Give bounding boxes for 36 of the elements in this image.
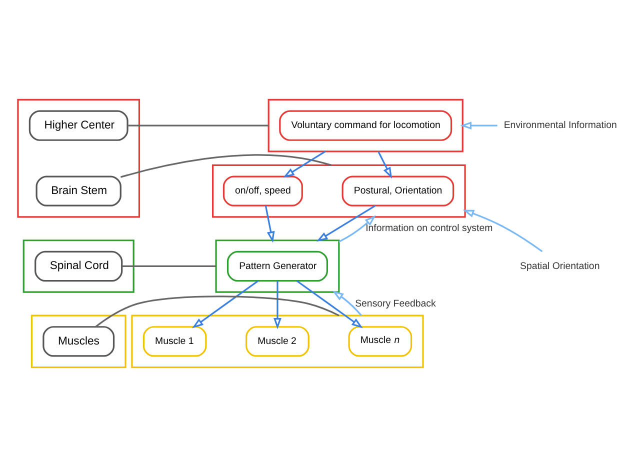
node-box: Muscle 1: [142, 326, 207, 357]
arrow: [192, 280, 259, 328]
arrow: [378, 151, 392, 179]
cluster: [22, 240, 134, 293]
arrow: [338, 215, 376, 243]
node-box: Muscles: [42, 326, 115, 357]
node-box: Voluntary command for locomotion: [279, 110, 452, 141]
node-box: Muscle n: [348, 326, 412, 357]
node-box: Brain Stem: [36, 176, 122, 206]
node-text: Spatial Orientation: [520, 260, 600, 272]
cluster: [212, 164, 466, 218]
node-box: on/off, speed: [222, 176, 303, 206]
arrow: [274, 280, 282, 330]
node-box: Postural, Orientation: [342, 176, 454, 206]
arrow: [264, 206, 275, 243]
node-text: Environmental Information: [504, 120, 617, 132]
cluster: [30, 314, 126, 368]
arrow: [316, 205, 376, 242]
node-box: Pattern Generator: [226, 250, 328, 282]
connector: [122, 265, 216, 268]
node-box: Higher Center: [28, 110, 128, 141]
connector: [128, 124, 269, 126]
edge-label: Information on control system: [366, 223, 493, 234]
cluster: [268, 98, 464, 152]
node-box: Spinal Cord: [34, 250, 123, 282]
cluster: [131, 314, 424, 368]
arrow: [462, 210, 543, 252]
edge-label: Sensory Feedback: [355, 298, 436, 310]
cluster: [215, 240, 340, 293]
cluster: [17, 98, 140, 218]
connector: [120, 154, 332, 178]
arrow: [332, 290, 362, 316]
arrow: [296, 280, 363, 328]
arrow: [460, 122, 498, 130]
arrow: [283, 150, 326, 178]
node-box: Muscle 2: [246, 326, 310, 357]
